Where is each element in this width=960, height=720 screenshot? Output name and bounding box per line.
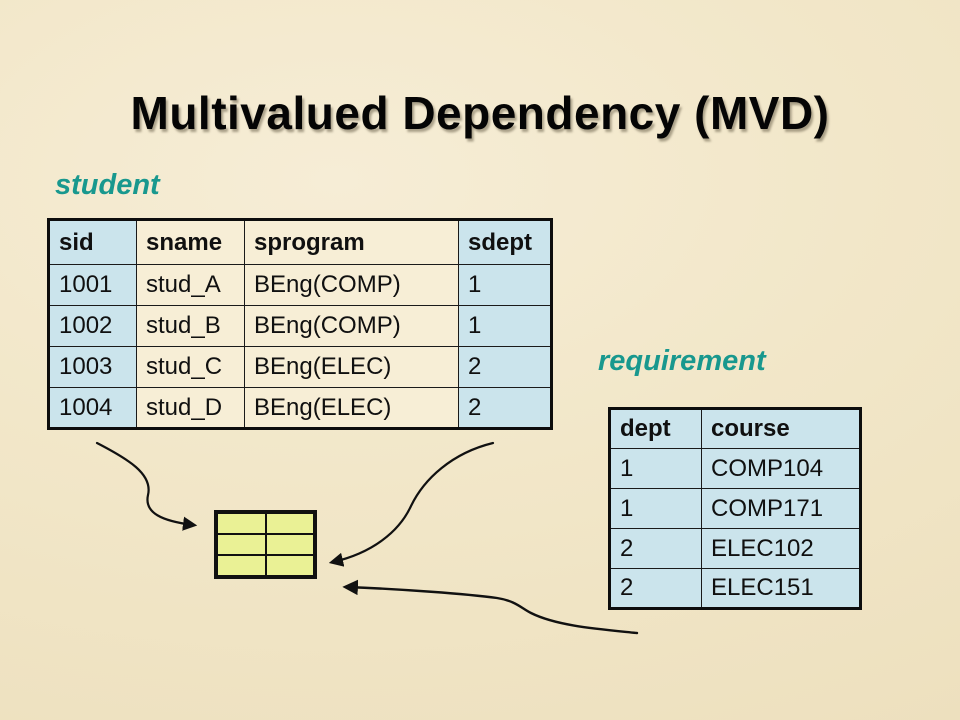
arrow-upper-right-to-mini-table xyxy=(328,441,495,567)
table-row: 2 ELEC151 xyxy=(609,568,861,609)
column-header-sname: sname xyxy=(136,219,245,265)
mini-table-cell xyxy=(266,535,313,554)
cell-sid: 1003 xyxy=(48,346,137,388)
column-header-sid: sid xyxy=(48,219,137,265)
cell-sdept: 1 xyxy=(458,264,552,306)
cell-sprogram: BEng(ELEC) xyxy=(244,346,459,388)
cell-dept: 2 xyxy=(609,568,702,609)
table-row: 1003 stud_C BEng(ELEC) 2 xyxy=(48,346,552,388)
table-row: 1004 stud_D BEng(ELEC) 2 xyxy=(48,387,552,429)
student-table-label: student xyxy=(55,169,160,201)
cell-course: COMP171 xyxy=(701,488,861,529)
cell-dept: 1 xyxy=(609,448,702,489)
table-row: 1001 stud_A BEng(COMP) 1 xyxy=(48,264,552,306)
cell-sname: stud_B xyxy=(136,305,245,347)
arrow-requirement-to-mini-table xyxy=(342,579,639,635)
cell-sprogram: BEng(COMP) xyxy=(244,305,459,347)
arrow-student-to-mini-table xyxy=(95,441,198,531)
slide-title: Multivalued Dependency (MVD) xyxy=(130,87,830,139)
requirement-table-label: requirement xyxy=(598,345,766,377)
column-header-dept: dept xyxy=(609,408,702,449)
cell-sdept: 2 xyxy=(458,346,552,388)
joined-table-icon xyxy=(214,510,317,579)
table-row: 1 COMP104 xyxy=(609,448,861,489)
cell-sdept: 1 xyxy=(458,305,552,347)
requirement-header-row: dept course xyxy=(609,408,861,449)
requirement-table: dept course 1 COMP104 1 COMP171 2 ELEC10… xyxy=(608,407,862,610)
mini-table-cell xyxy=(218,556,265,575)
student-header-row: sid sname sprogram sdept xyxy=(48,219,552,265)
student-table: sid sname sprogram sdept 1001 stud_A BEn… xyxy=(47,218,553,430)
cell-sname: stud_D xyxy=(136,387,245,429)
table-row: 1002 stud_B BEng(COMP) 1 xyxy=(48,305,552,347)
cell-sid: 1001 xyxy=(48,264,137,306)
cell-sprogram: BEng(ELEC) xyxy=(244,387,459,429)
mini-table-cell xyxy=(218,535,265,554)
cell-sid: 1002 xyxy=(48,305,137,347)
column-header-course: course xyxy=(701,408,861,449)
column-header-sprogram: sprogram xyxy=(244,219,459,265)
mini-table-cell xyxy=(218,514,265,533)
mini-table-cell xyxy=(266,556,313,575)
cell-course: ELEC102 xyxy=(701,528,861,569)
table-row: 1 COMP171 xyxy=(609,488,861,529)
cell-sprogram: BEng(COMP) xyxy=(244,264,459,306)
cell-course: ELEC151 xyxy=(701,568,861,609)
cell-sdept: 2 xyxy=(458,387,552,429)
cell-course: COMP104 xyxy=(701,448,861,489)
column-header-sdept: sdept xyxy=(458,219,552,265)
cell-dept: 1 xyxy=(609,488,702,529)
cell-sid: 1004 xyxy=(48,387,137,429)
cell-sname: stud_C xyxy=(136,346,245,388)
mini-table-cell xyxy=(266,514,313,533)
cell-dept: 2 xyxy=(609,528,702,569)
table-row: 2 ELEC102 xyxy=(609,528,861,569)
cell-sname: stud_A xyxy=(136,264,245,306)
